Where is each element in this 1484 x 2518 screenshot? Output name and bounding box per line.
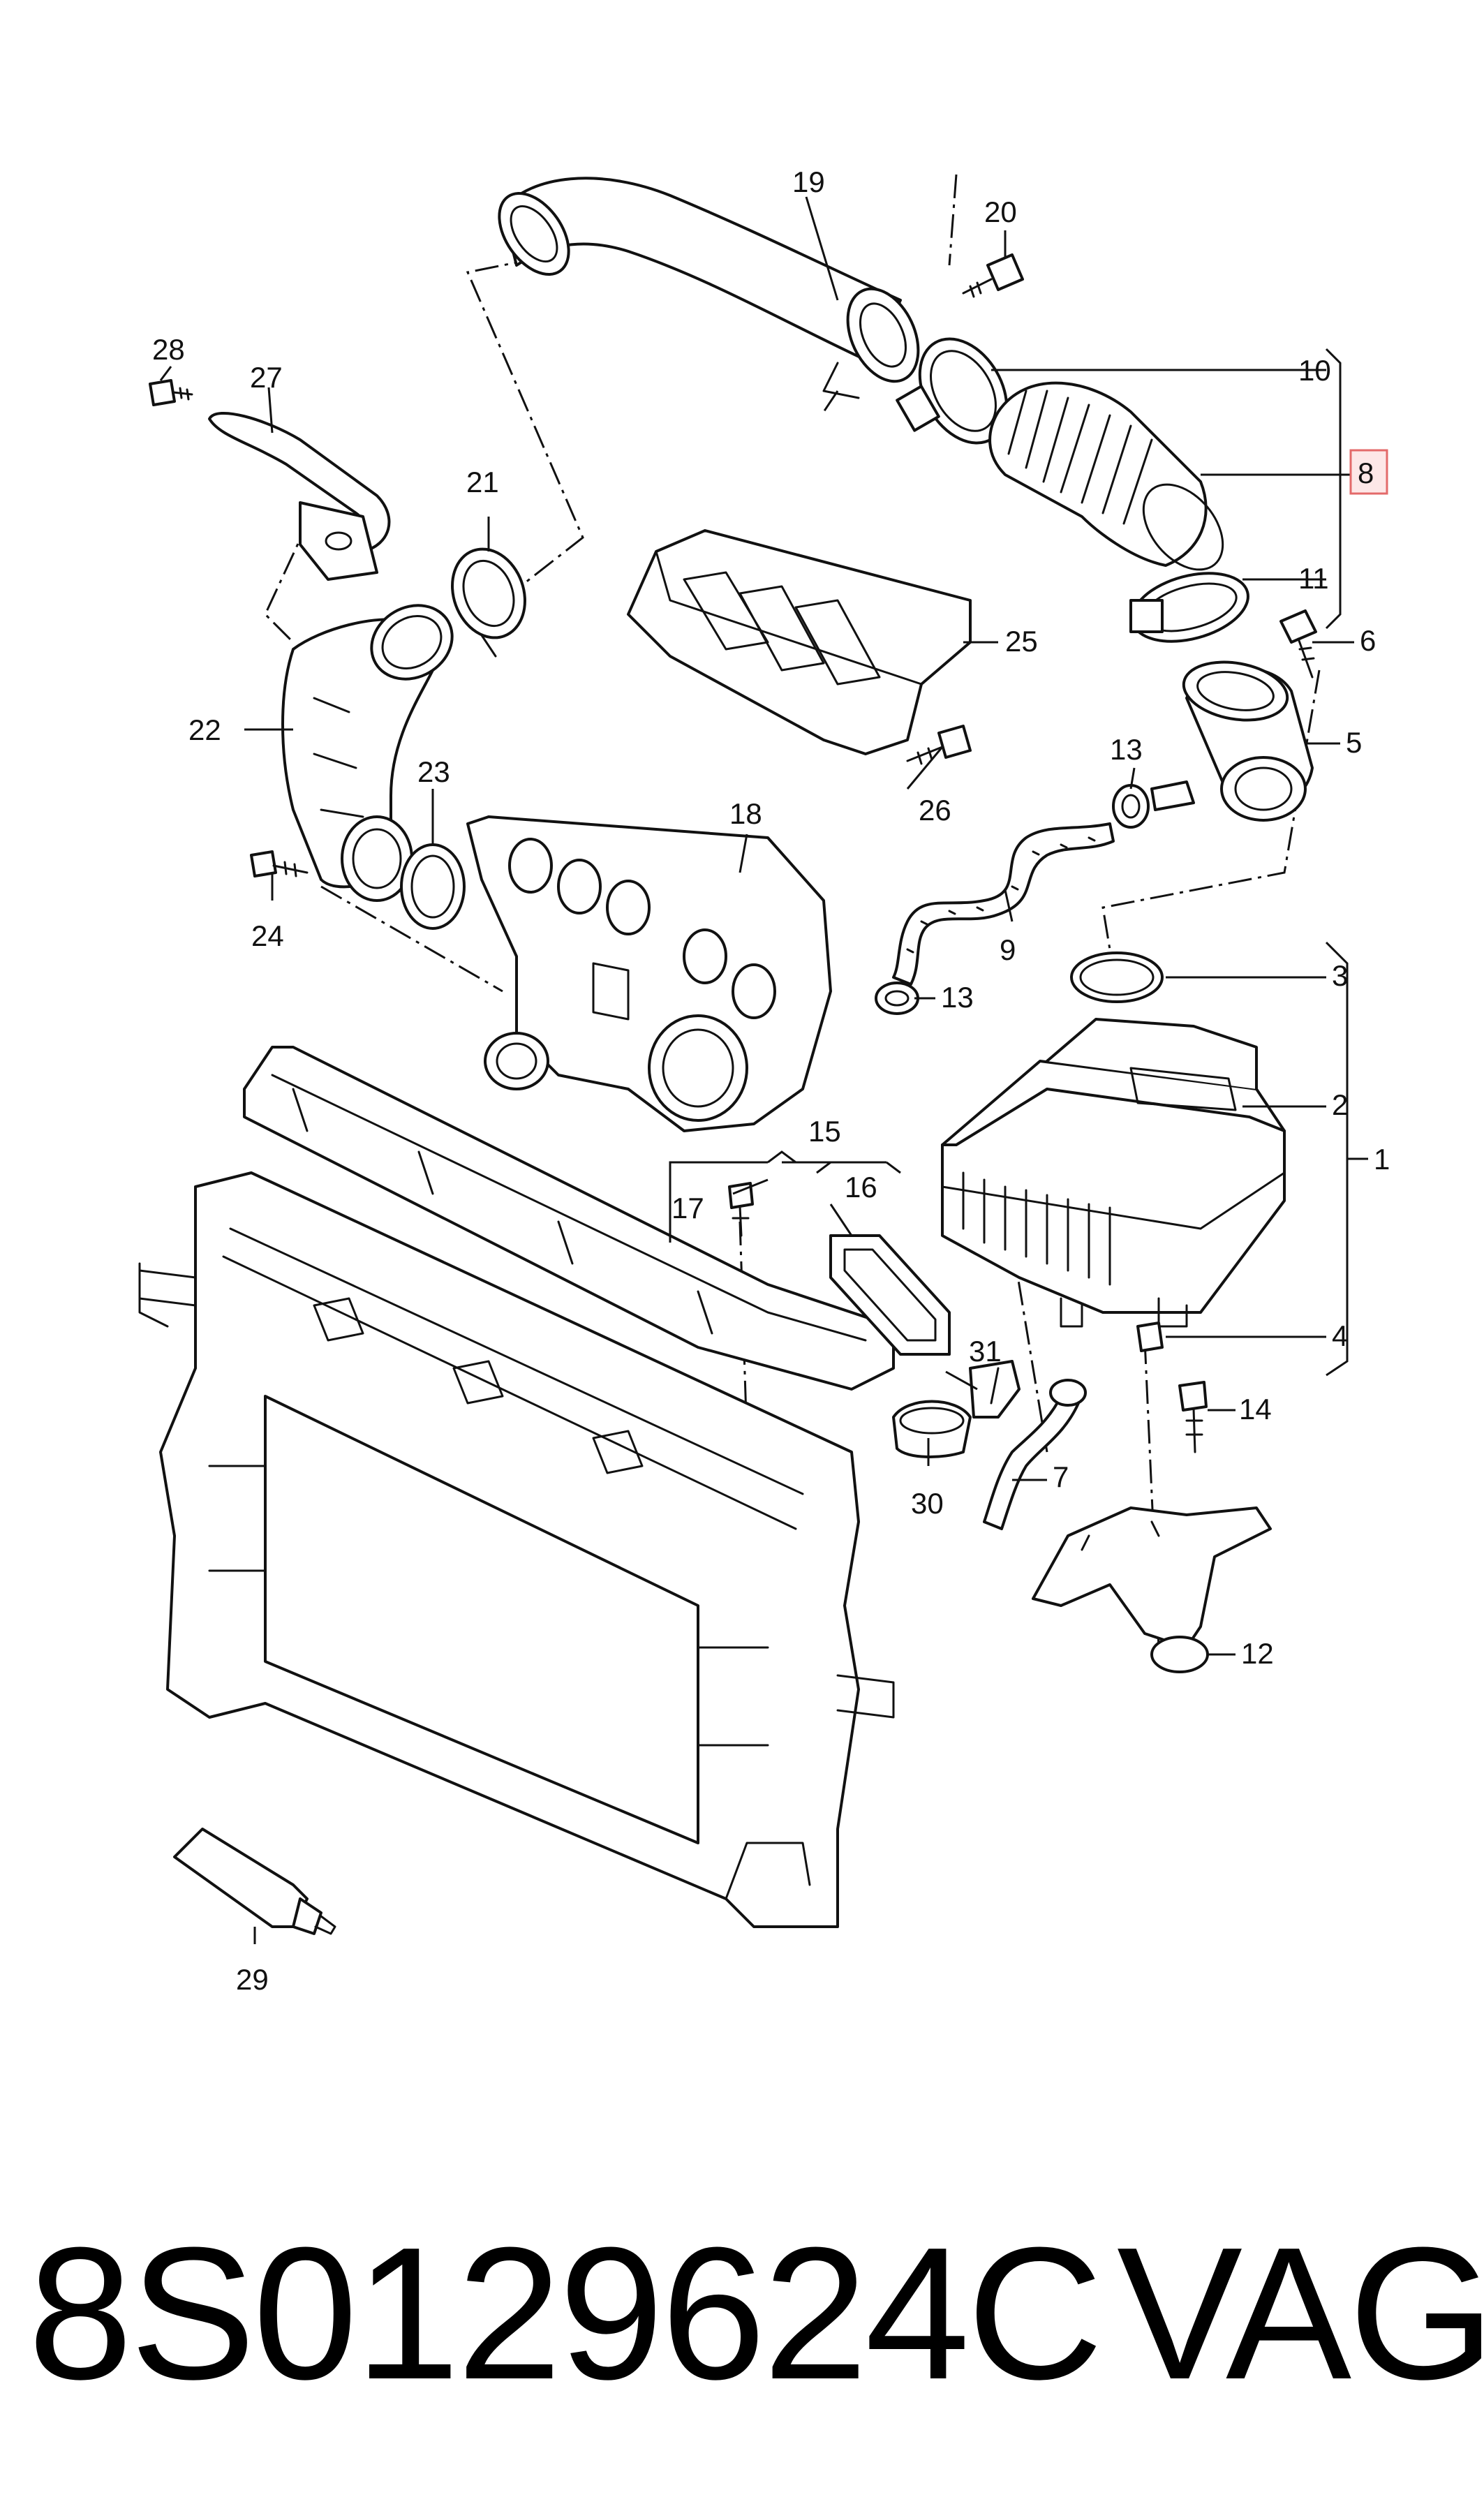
- breather-hose-9: [892, 822, 1115, 986]
- callout-31: 31: [969, 1335, 1002, 1368]
- callout-4: 4: [1332, 1319, 1348, 1352]
- callout-2: 2: [1332, 1088, 1348, 1121]
- callout-15: 15: [808, 1115, 841, 1148]
- turbo-manifold-18: [466, 815, 832, 1132]
- callout-6: 6: [1360, 624, 1376, 657]
- callout-12: 12: [1241, 1637, 1274, 1670]
- callout-5: 5: [1346, 726, 1362, 759]
- part-number: 8S0129624C: [28, 2209, 1103, 2419]
- callout-29: 29: [236, 1963, 269, 1996]
- callout-13-upper: 13: [1110, 733, 1143, 766]
- callout-14: 14: [1239, 1393, 1272, 1425]
- callout-21: 21: [466, 466, 499, 498]
- bolt-6: [1279, 609, 1317, 679]
- clamp-13-lower: [875, 982, 919, 1015]
- callout-27: 27: [250, 361, 283, 394]
- callout-25: 25: [1005, 625, 1038, 658]
- grommet-4: [1136, 1321, 1164, 1352]
- callout-20: 20: [984, 195, 1017, 228]
- gasket-ring-3: [1070, 951, 1164, 1003]
- brand-name: VAG: [1117, 2209, 1484, 2419]
- bolt-26: [906, 725, 972, 765]
- callout-3: 3: [1332, 959, 1348, 992]
- callout-18: 18: [729, 797, 762, 830]
- callout-10: 10: [1298, 354, 1331, 387]
- charge-air-pipe-19: [498, 177, 920, 399]
- hose-clamp-11: [1129, 572, 1249, 643]
- clamp-21: [451, 547, 526, 658]
- callout-16: 16: [845, 1171, 877, 1204]
- callout-23: 23: [417, 755, 450, 788]
- leader-lines: [159, 196, 1368, 1944]
- corrugated-hose-8: [988, 381, 1224, 571]
- heat-shield-25: [627, 529, 972, 755]
- callout-17: 17: [671, 1192, 704, 1224]
- callout-30: 30: [911, 1487, 944, 1520]
- bolt-28: [149, 379, 193, 406]
- callout-26: 26: [919, 794, 951, 827]
- bolt-24: [250, 850, 309, 877]
- highlight-box-8: [1349, 449, 1388, 495]
- connection-piece-5: [1150, 660, 1314, 822]
- callout-11: 11: [1298, 562, 1329, 595]
- callout-19: 19: [792, 165, 825, 198]
- intake-pipe-22: [281, 604, 454, 902]
- front-end-carrier: [138, 1171, 895, 1928]
- callout-22: 22: [188, 713, 221, 746]
- bolt-20: [962, 253, 1024, 298]
- bracket-12: [1032, 1506, 1272, 1673]
- seal-frame-16: [829, 1234, 951, 1356]
- callout-8: 8: [1358, 457, 1374, 489]
- clip-30: [892, 1400, 972, 1458]
- callout-24: 24: [251, 919, 284, 952]
- callout-13-lower: 13: [941, 981, 974, 1014]
- hose-27: [208, 412, 391, 581]
- callout-1: 1: [1374, 1143, 1390, 1176]
- bolt-14: [1178, 1381, 1208, 1453]
- air-filter-housing-1: [941, 1018, 1286, 1328]
- callout-labels: 1 2 3 4 5 6 7 8 9 10 11 12 13 13 14 15 1…: [152, 165, 1390, 1996]
- drain-hose-7: [983, 1379, 1087, 1530]
- bracket-31: [969, 1360, 1021, 1419]
- sealant-tube-29: [173, 1828, 336, 1935]
- clamp-13-upper: [1112, 784, 1150, 829]
- callout-9: 9: [1000, 933, 1016, 966]
- bolt-17: [728, 1182, 754, 1237]
- gasket-23: [400, 843, 466, 930]
- callout-28: 28: [152, 333, 185, 366]
- callout-7: 7: [1053, 1460, 1069, 1493]
